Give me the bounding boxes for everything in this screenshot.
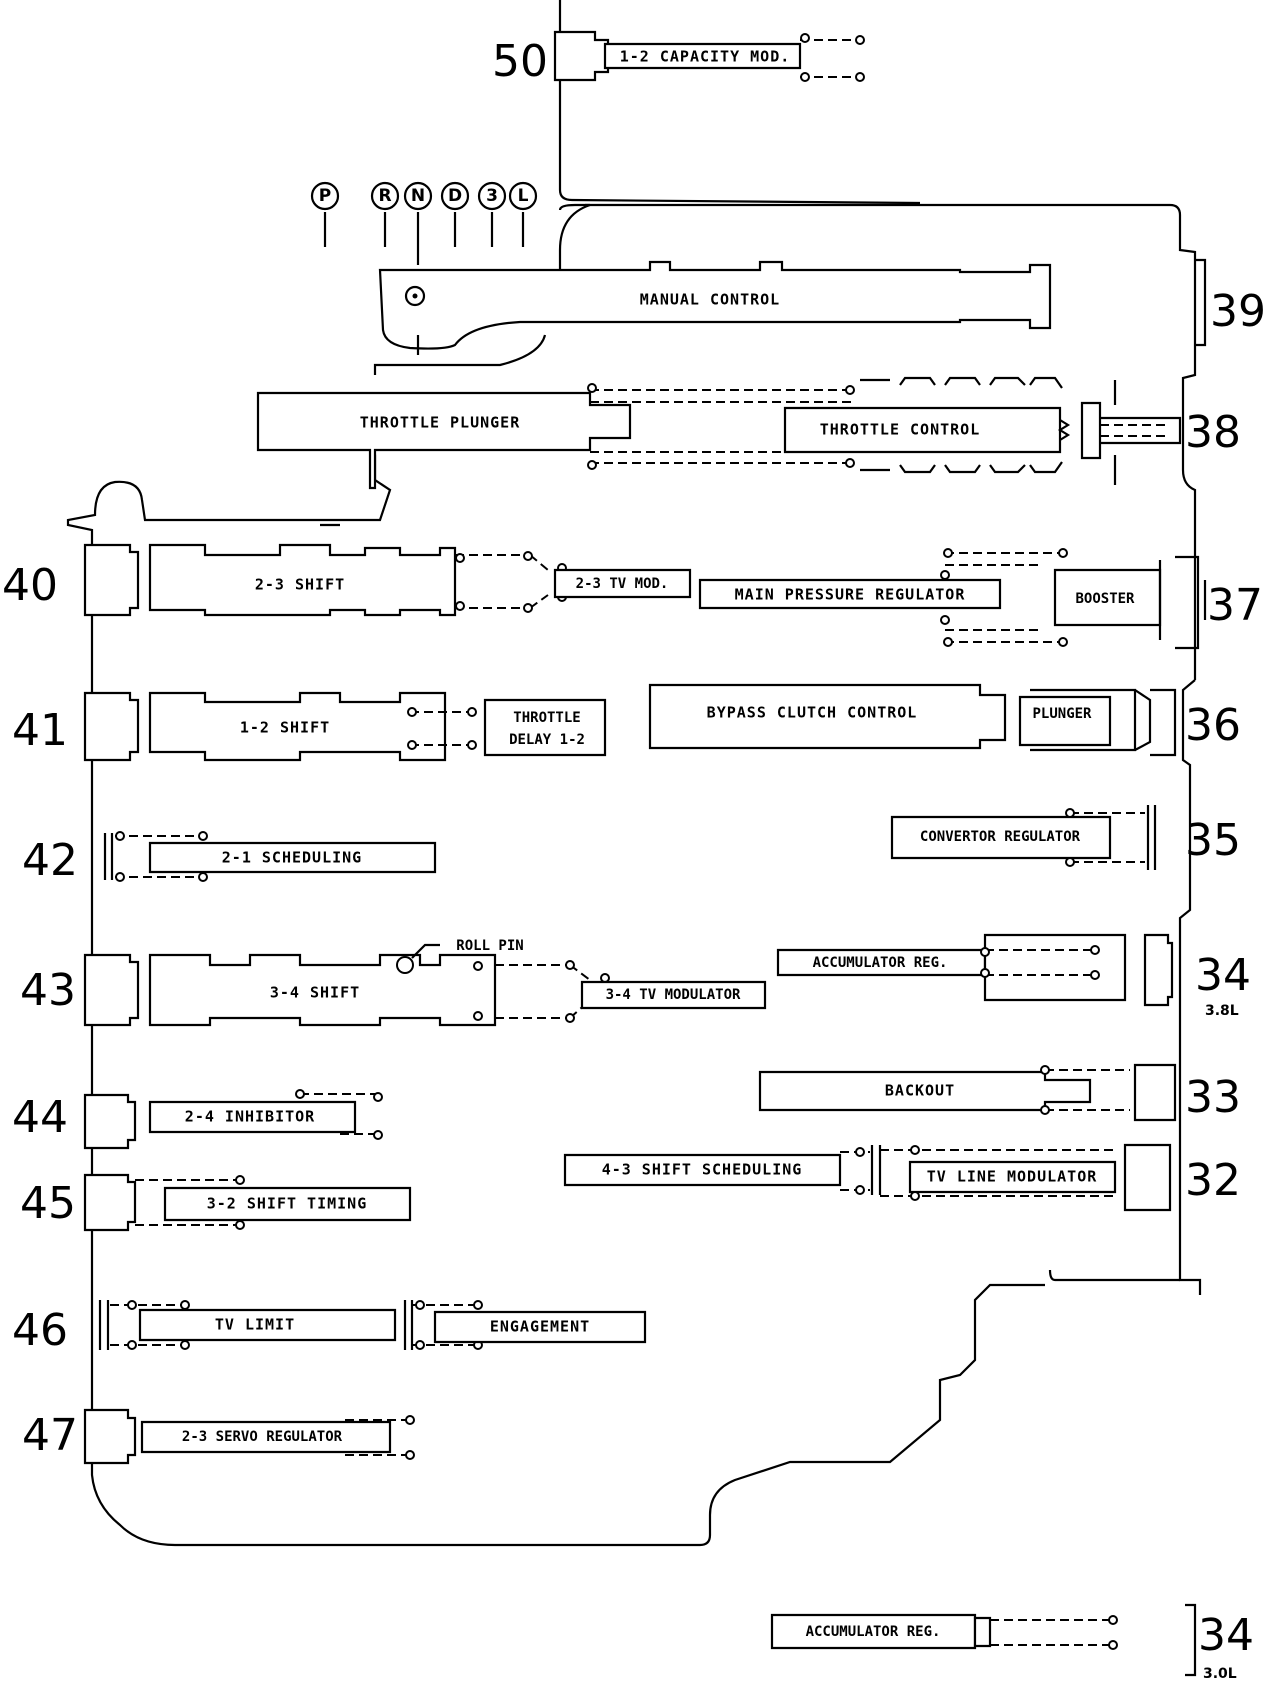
valve-number-43: 43 [20,965,76,1016]
valve-label-35: CONVERTOR REGULATOR [920,829,1081,845]
valve-number-37: 37 [1207,580,1263,631]
valve-label-39: MANUAL CONTROL [640,291,780,309]
valve-50: 50 1-2 CAPACITY MOD. [492,30,865,87]
valve-label-36-plunger: PLUNGER [1032,706,1092,722]
valve-number-32: 32 [1185,1155,1241,1206]
valve-number-40: 40 [2,560,58,611]
valve-number-42: 42 [22,835,78,886]
valve-number-35: 35 [1185,815,1241,866]
selector-positions: P R N D 3 L [310,181,538,265]
valve-sub-34-38l: 3.8L [1205,1003,1239,1019]
selector-l: L [508,181,538,247]
valve-34-30l: ACCUMULATOR REG. 34 3.0L [770,1603,1254,1682]
valve-label-46: TV LIMIT [215,1316,295,1334]
valve-label-41-delay-1: THROTTLE [513,710,580,726]
valve-43: 43 3-4 SHIFT ROLL PIN 3-4 TV MODULATOR [20,938,767,1027]
selector-3: 3 [477,181,507,247]
valve-number-38: 38 [1185,407,1241,458]
valve-label-37: MAIN PRESSURE REGULATOR [735,586,966,604]
selector-d: D [440,181,470,247]
valve-36: BYPASS CLUTCH CONTROL PLUNGER 36 [648,683,1241,757]
selector-p: P [310,181,340,247]
valve-label-41-delay-2: DELAY 1-2 [509,732,585,748]
selector-r: R [370,181,400,247]
valve-label-41: 1-2 SHIFT [240,719,330,737]
valve-number-44: 44 [12,1092,68,1143]
valve-35: CONVERTOR REGULATOR 35 [890,805,1241,870]
valve-label-38-plunger: THROTTLE PLUNGER [360,414,521,432]
valve-40: 40 2-3 SHIFT 2-3 TV MOD. [2,543,692,617]
valve-34-38l: ACCUMULATOR REG. 34 3.8L [776,933,1251,1019]
valve-label-32-mod: TV LINE MODULATOR [927,1168,1098,1186]
valve-label-40-mod: 2-3 TV MOD. [576,576,669,592]
selector-label-r: R [378,186,391,206]
valve-label-46-engage: ENGAGEMENT [490,1318,590,1336]
valve-label-47: 2-3 SERVO REGULATOR [182,1429,343,1445]
valve-label-33: BACKOUT [885,1082,955,1100]
selector-label-p: P [319,186,331,206]
valve-number-33: 33 [1185,1072,1241,1123]
valve-47: 47 2-3 SERVO REGULATOR [22,1408,415,1465]
valve-label-32: 4-3 SHIFT SCHEDULING [602,1161,803,1179]
valve-32: 4-3 SHIFT SCHEDULING TV LINE MODULATOR 3… [563,1143,1241,1212]
valve-number-34-30l: 34 [1198,1610,1254,1661]
valve-body-outline [66,0,1202,1547]
valve-sub-34-30l: 3.0L [1203,1666,1237,1682]
selector-label-n: N [411,186,425,206]
valve-number-34-38l: 34 [1195,950,1251,1001]
valve-number-47: 47 [22,1410,78,1461]
valve-number-39: 39 [1210,286,1264,337]
valve-37: MAIN PRESSURE REGULATOR BOOSTER 37 [698,548,1263,650]
valve-label-37-booster: BOOSTER [1075,591,1135,607]
selector-label-3: 3 [486,186,498,206]
valve-33: BACKOUT 33 [758,1063,1241,1123]
valve-45: 45 3-2 SHIFT TIMING [20,1173,412,1232]
valve-38: THROTTLE PLUNGER THROTTLE CONTROL 38 [256,334,1241,490]
valve-label-38-control: THROTTLE CONTROL [820,421,981,439]
valve-number-41: 41 [12,705,68,756]
valve-number-50: 50 [492,36,548,87]
valve-label-43: 3-4 SHIFT [270,984,360,1002]
valve-label-44: 2-4 INHIBITOR [185,1108,315,1126]
valve-number-46: 46 [12,1305,68,1356]
valve-41: 41 1-2 SHIFT THROTTLE DELAY 1-2 [12,691,607,762]
valve-label-42: 2-1 SCHEDULING [222,849,362,867]
selector-label-l: L [518,186,529,206]
valve-label-40: 2-3 SHIFT [255,576,345,594]
valve-label-34-38l: ACCUMULATOR REG. [813,955,948,971]
valve-39: MANUAL CONTROL 39 [378,258,1264,355]
valve-label-43-mod: 3-4 TV MODULATOR [606,987,741,1003]
valve-label-45: 3-2 SHIFT TIMING [207,1195,368,1213]
selector-label-d: D [448,186,462,206]
valve-number-45: 45 [20,1178,76,1229]
valve-label-36: BYPASS CLUTCH CONTROL [707,704,918,722]
valve-number-36: 36 [1185,700,1241,751]
valve-46: 46 TV LIMIT ENGAGEMENT [12,1300,647,1356]
valve-label-43-pin: ROLL PIN [456,938,523,954]
valve-42: 42 2-1 SCHEDULING [22,831,437,886]
valve-label-50: 1-2 CAPACITY MOD. [620,48,791,66]
valve-44: 44 2-4 INHIBITOR [12,1089,383,1150]
selector-n: N [403,181,433,265]
valve-label-34-30l: ACCUMULATOR REG. [806,1624,941,1640]
